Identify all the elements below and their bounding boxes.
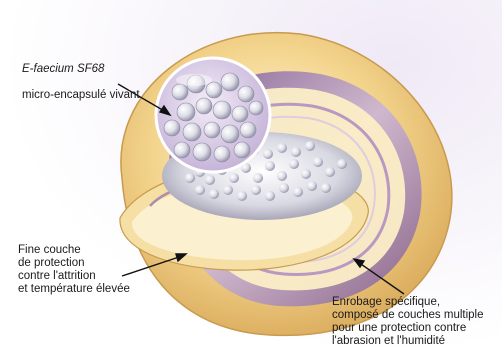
microcapsule-description: micro-encapsulé vivant — [22, 89, 140, 101]
magnifier-lens — [156, 58, 270, 172]
inner-layer-label: Fine couche de protection contre l'attri… — [18, 244, 188, 296]
microcapsule-label: E-faecium SF68 micro-encapsulé vivant — [22, 50, 140, 102]
outer-coating-label: Enrobage spécifique, composé de couches … — [332, 296, 502, 348]
species-name: E-faecium SF68 — [22, 63, 140, 76]
